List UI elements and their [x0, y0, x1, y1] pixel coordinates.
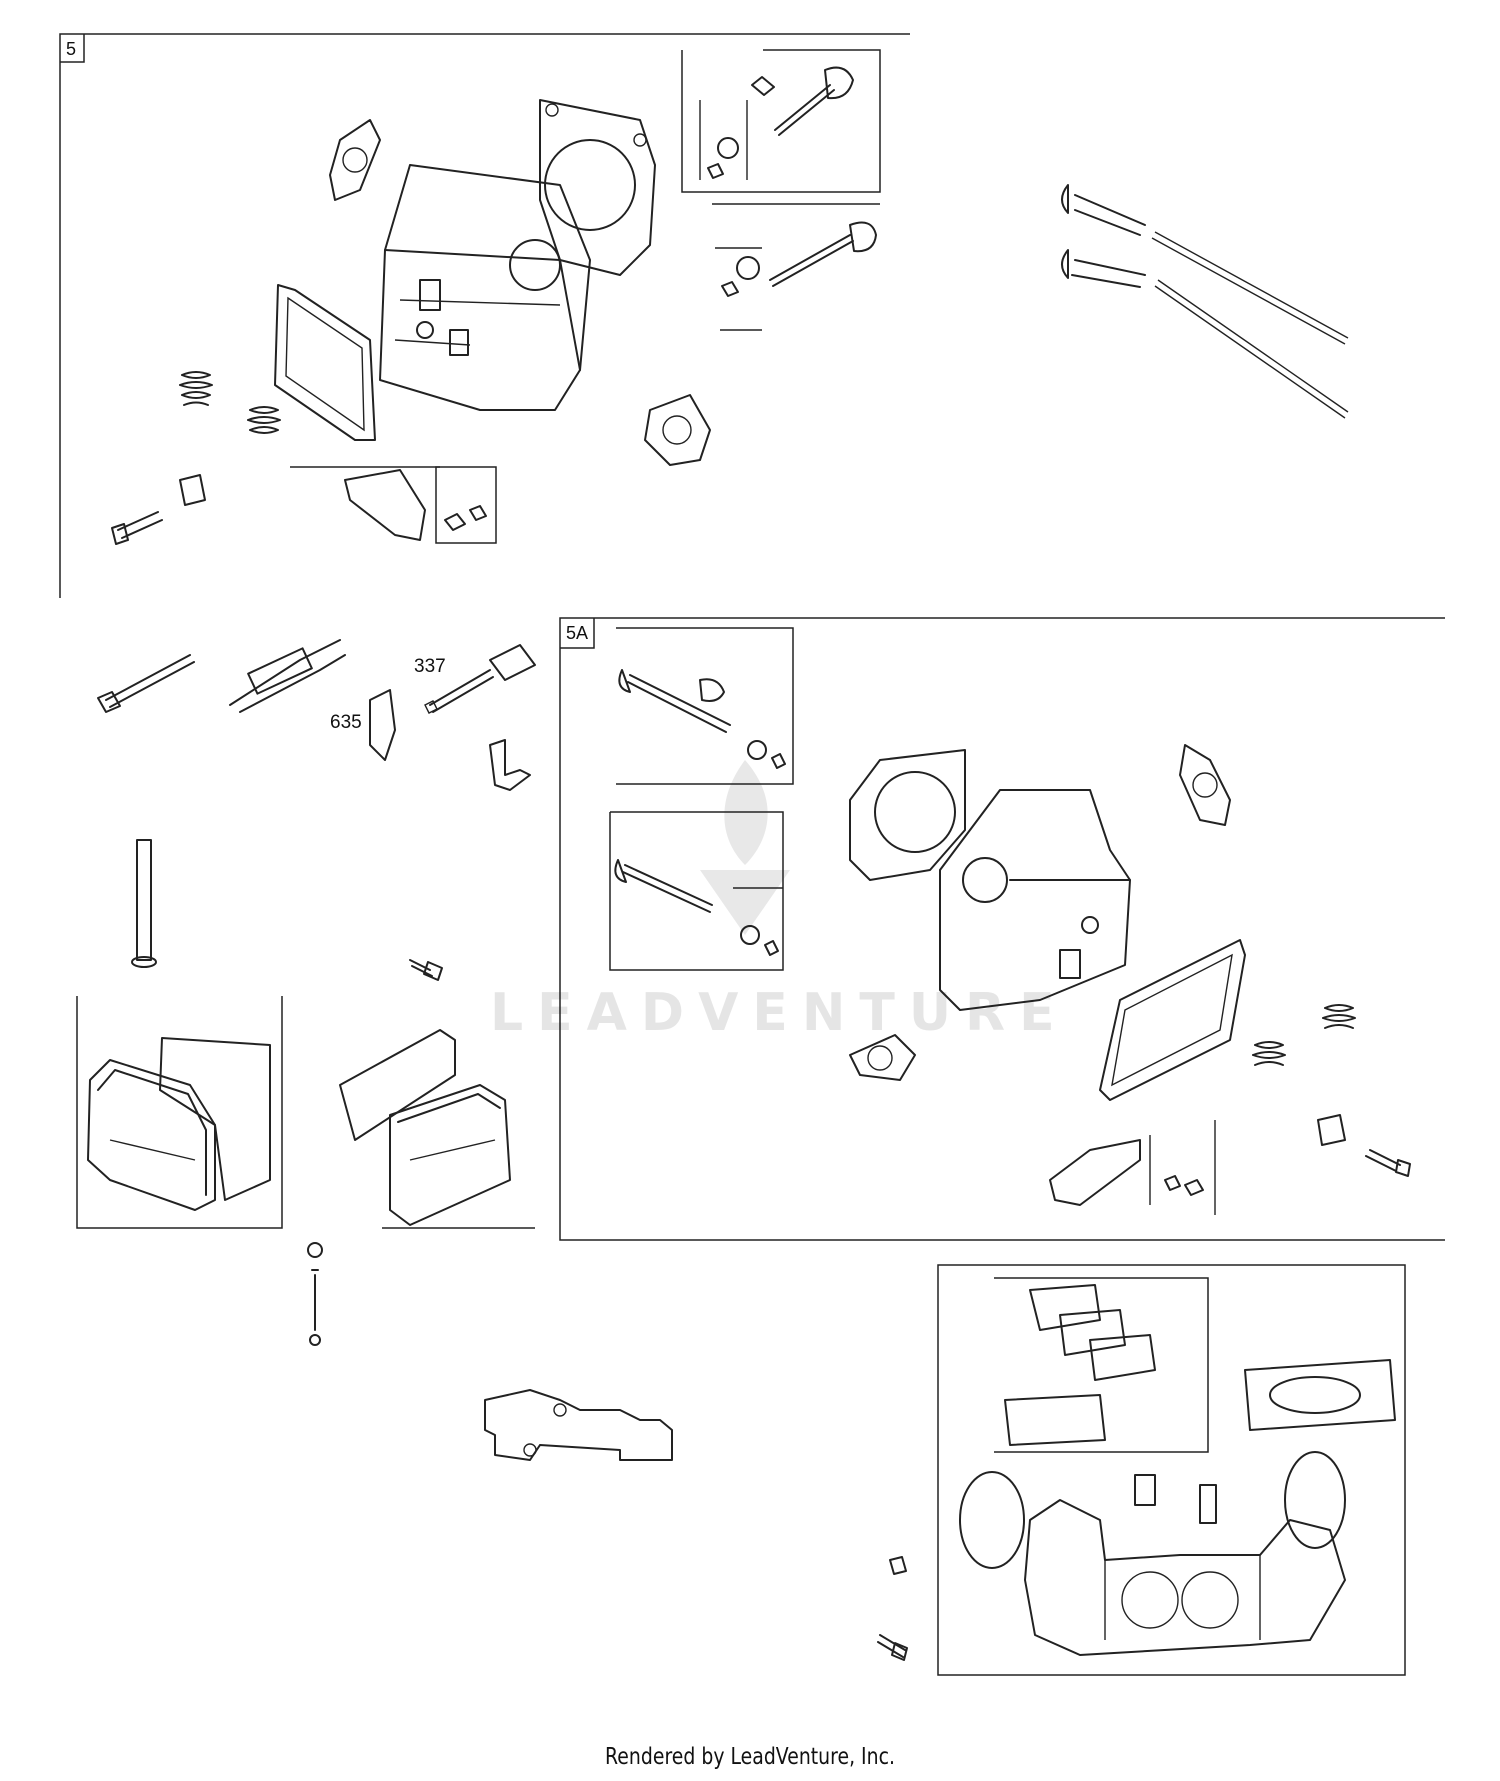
manifold-bolt [877, 1634, 908, 1661]
watermark: LEADVENTURE [490, 760, 1069, 1043]
rocker-arm-group-5a [1049, 1120, 1216, 1215]
intake-manifold-group [937, 1264, 1406, 1676]
section-5a-frame [559, 617, 1445, 1241]
intake-valve-5 [712, 203, 880, 331]
breather-tube [229, 639, 346, 713]
intake-valve-kit-5a [616, 627, 794, 785]
rocker-stud-bracket-5 [179, 474, 206, 506]
section-5-label: 5 [66, 39, 76, 59]
footer-credit: Rendered by LeadVenture, Inc. [605, 1744, 895, 1770]
watermark-text: LEADVENTURE [490, 983, 1069, 1043]
valve-cover-gasket-5 [274, 284, 376, 441]
valve-cover-fasteners [307, 1242, 323, 1346]
valve-cover-bolt [409, 959, 443, 981]
valve-spring-5a-1 [1322, 1004, 1356, 1029]
valve-spring-5a-2 [1252, 1041, 1286, 1066]
exhaust-gasket-5a [849, 1034, 916, 1081]
rocker-stud-bracket-5a [1317, 1114, 1346, 1146]
exhaust-valve-kit-5a [609, 811, 784, 971]
callout-spark-plug: 337 [414, 656, 446, 677]
cylinder-head-5a [939, 789, 1131, 1011]
spark-plug-boot [369, 689, 396, 761]
logo-icon [700, 760, 790, 935]
manifold-nut [889, 1556, 907, 1575]
head-bolt-5 [111, 511, 163, 545]
exhaust-gasket-5 [644, 394, 711, 466]
cylinder-head-5 [379, 164, 591, 411]
air-guide-plate [484, 1389, 673, 1461]
spark-plug [424, 644, 536, 714]
dipstick-tube [131, 839, 157, 968]
section-5-frame [59, 33, 910, 598]
valve-spring-5a [179, 371, 213, 406]
intake-gasket-5a [1179, 744, 1231, 826]
head-gasket-5a [849, 749, 966, 881]
valve-cover-gasket-5a [1099, 939, 1246, 1101]
callout-spark-plug-boot: 635 [330, 712, 362, 733]
valve-cover-right [339, 1029, 535, 1229]
head-bolt-5a [1365, 1149, 1411, 1177]
section-5a-label: 5A [566, 623, 588, 643]
head-gasket-5 [539, 99, 656, 276]
valve-cover-left [76, 996, 283, 1229]
head-bolt-long [97, 654, 195, 713]
spark-plug-boot-2 [489, 739, 531, 791]
exhaust-valve-kit-5 [681, 49, 881, 193]
valve-spring-5b [247, 406, 281, 434]
intake-gasket-5 [329, 119, 381, 201]
push-rod-2 [1061, 249, 1349, 419]
rocker-arm-group-5 [290, 466, 497, 544]
push-rod-1 [1061, 184, 1349, 345]
